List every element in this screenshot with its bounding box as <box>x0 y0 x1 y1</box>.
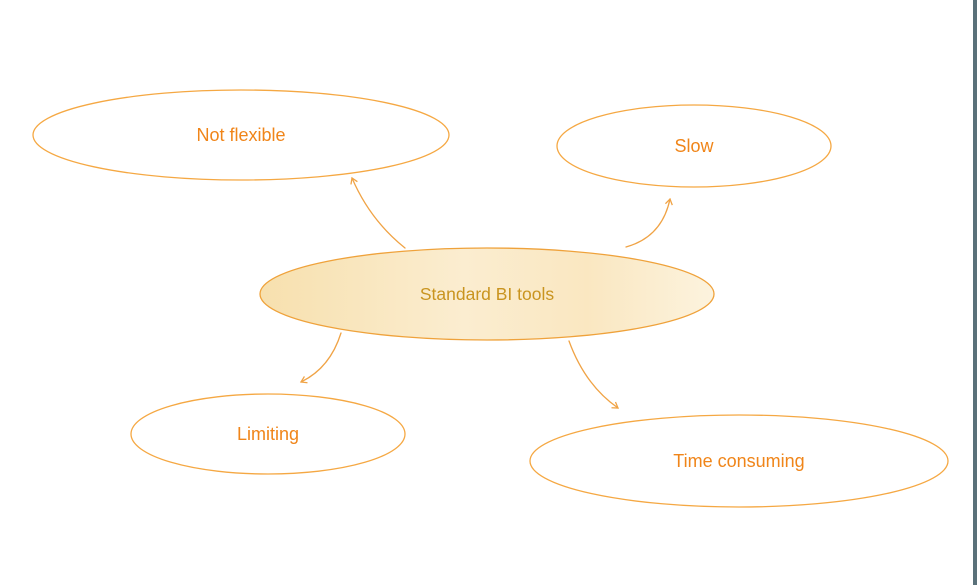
node-label-standard-bi-tools: Standard BI tools <box>420 284 554 304</box>
connector-center-to-slow[interactable] <box>625 197 673 248</box>
node-slow[interactable]: Slow <box>556 104 832 188</box>
connector-center-to-time-consuming[interactable] <box>568 340 619 409</box>
window-right-edge <box>973 0 977 585</box>
node-label-slow: Slow <box>674 136 714 156</box>
node-ellipse-limiting <box>130 393 406 475</box>
connector-center-to-not-flexible[interactable] <box>350 176 406 249</box>
node-ellipse-standard-bi-tools <box>259 247 715 341</box>
node-label-limiting: Limiting <box>237 424 299 444</box>
node-label-time-consuming: Time consuming <box>673 451 804 471</box>
node-not-flexible[interactable]: Not flexible <box>32 89 450 181</box>
node-label-not-flexible: Not flexible <box>196 125 285 145</box>
node-standard-bi-tools[interactable]: Standard BI tools <box>259 247 715 341</box>
connector-center-to-limiting[interactable] <box>299 332 342 384</box>
node-ellipse-slow <box>556 104 832 188</box>
node-ellipse-not-flexible <box>32 89 450 181</box>
node-ellipse-time-consuming <box>529 414 949 508</box>
node-limiting[interactable]: Limiting <box>130 393 406 475</box>
node-time-consuming[interactable]: Time consuming <box>529 414 949 508</box>
